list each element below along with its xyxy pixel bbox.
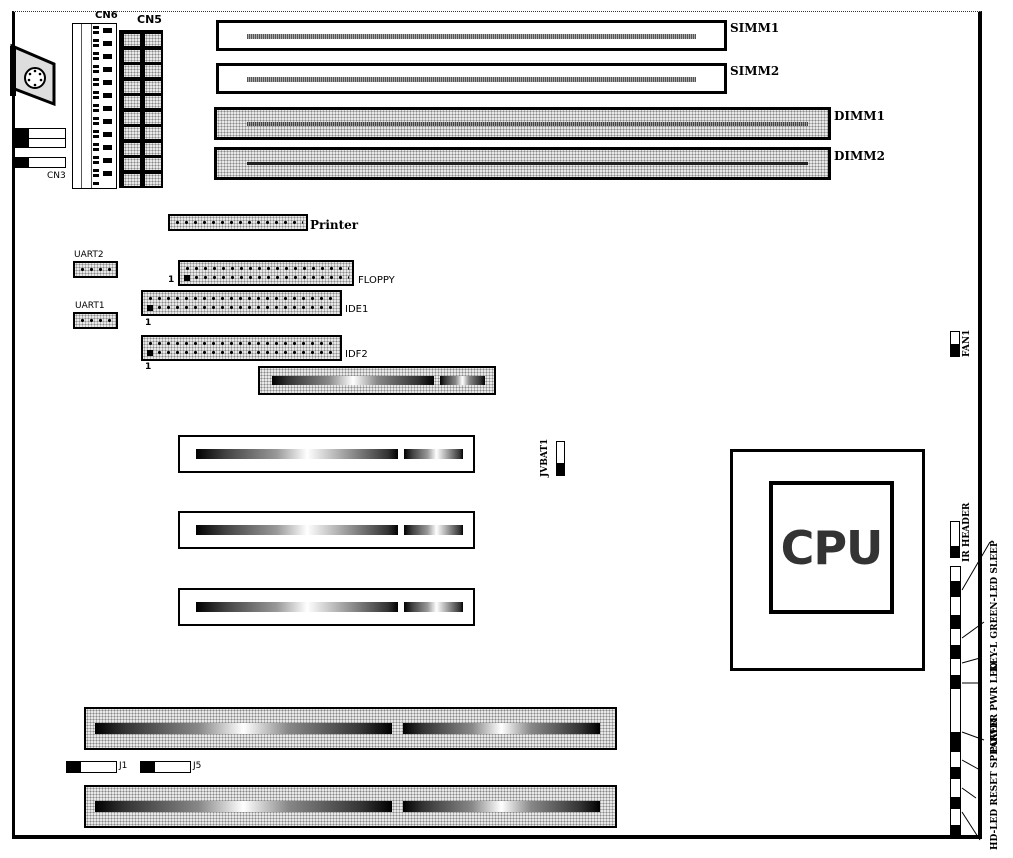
cn5-pin-cell (145, 111, 161, 124)
uart1-label: UART1 (75, 301, 105, 311)
cn3-label: CN3 (47, 171, 66, 181)
ide1-pin1-marker: 1 (145, 318, 152, 328)
jvbat1-label: JVBAT1 (540, 438, 550, 477)
ide2-label: IDF2 (345, 349, 368, 360)
ide1-header (141, 290, 342, 316)
cn5-pin-cell (124, 96, 140, 108)
simm2-label: SIMM2 (730, 64, 780, 78)
cn5-pin-cell (124, 173, 140, 186)
ir-header (950, 521, 960, 558)
j5-jumper (140, 761, 191, 773)
cn5-pin-cell (124, 80, 140, 93)
pci-slot-2 (178, 511, 475, 549)
cn3-connector-lower (15, 157, 66, 168)
green-led-sleep-label: KEY-L GREEN-LED SLEEP (990, 540, 1000, 672)
jvbat1-jumper (556, 441, 565, 476)
j1-jumper (66, 761, 117, 773)
front-panel-header (950, 566, 961, 837)
simm2-slot (216, 63, 727, 94)
cn5-pin-cell (145, 65, 161, 77)
cn5-label: CN5 (137, 13, 162, 26)
simm1-label: SIMM1 (730, 21, 780, 35)
hdled-reset-speaker-label: HD-LED RESET SPEAKER (990, 718, 1000, 850)
uart2-header (73, 261, 118, 278)
isa-slot-2 (84, 785, 617, 828)
cn3-connector-upper (15, 128, 66, 148)
cn5-pin-cell (124, 34, 140, 46)
ps2-port-icon (10, 43, 56, 107)
simm1-slot (216, 20, 727, 51)
cn5-pin-cell (124, 65, 140, 77)
cn5-pin-cell (145, 127, 161, 139)
agp-slot (258, 366, 496, 395)
motherboard-outline (12, 11, 982, 839)
pci-slot-3 (178, 588, 475, 626)
fan1-connector (950, 331, 960, 357)
cn5-pin-cell (145, 49, 161, 62)
cn5-pin-cell (145, 142, 161, 155)
cpu-chip: CPU (769, 481, 894, 614)
dimm2-label: DIMM2 (834, 149, 885, 163)
front-panel-leader-lines (961, 541, 991, 841)
ide2-pin1-marker: 1 (145, 362, 152, 372)
floppy-pin1-marker: 1 (168, 275, 175, 285)
cn5-pin-cell (145, 80, 161, 93)
cn5-pin-cell (124, 142, 140, 155)
cpu-label: CPU (780, 520, 884, 575)
dimm2-slot (214, 147, 831, 180)
cn5-pin-cell (145, 34, 161, 46)
cn5-connector (119, 30, 163, 188)
cn6-connector (72, 23, 117, 189)
cn5-pin-cell (145, 96, 161, 108)
printer-label: Printer (310, 218, 359, 232)
printer-header (168, 214, 308, 231)
cn5-pin-cell (124, 127, 140, 139)
floppy-header (178, 260, 354, 286)
cn5-pin-cell (124, 158, 140, 170)
cn5-pin-cell (124, 49, 140, 62)
dimm1-slot (214, 107, 831, 140)
isa-slot-1 (84, 707, 617, 750)
cn5-pin-cell (145, 158, 161, 170)
cn5-pin-cell (124, 111, 140, 124)
j1-label: J1 (119, 761, 128, 771)
ide1-label: IDE1 (345, 304, 369, 315)
uart1-header (73, 312, 118, 329)
j5-label: J5 (193, 761, 202, 771)
fan1-label: FAN1 (962, 329, 972, 357)
uart2-label: UART2 (74, 250, 104, 260)
floppy-label: FLOPPY (358, 275, 395, 286)
ide2-header (141, 335, 342, 361)
pci-slot-1 (178, 435, 475, 473)
dimm1-label: DIMM1 (834, 109, 885, 123)
cn5-pin-cell (145, 173, 161, 186)
cn6-label: CN6 (95, 10, 118, 21)
